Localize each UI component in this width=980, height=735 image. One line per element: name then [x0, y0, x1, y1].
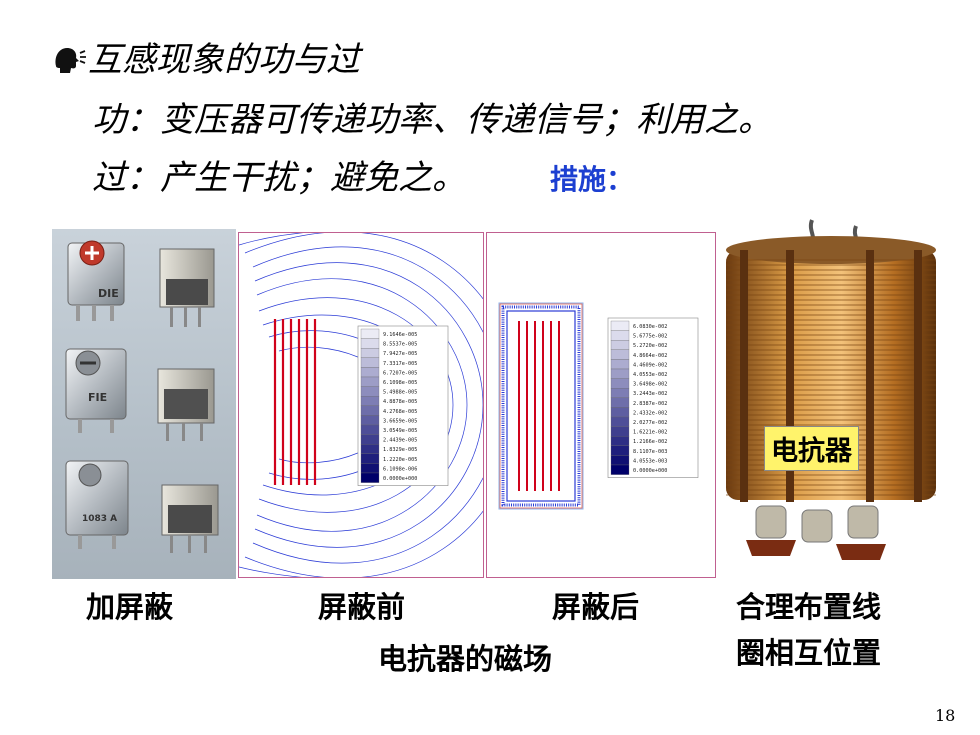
legend-swatch [360, 463, 380, 474]
field-before-shield-plot: 9.1646e-005 8.5537e-005 7.9427e-005 7.3317e… [238, 232, 484, 578]
speaking-head-icon [52, 44, 88, 76]
legend-value: 2.0277e-002 [633, 420, 667, 426]
label-die: DIE [98, 287, 119, 300]
shielded-inductor-photo: DIE FIE 1083 A [52, 229, 236, 579]
disadvantage-line: 过：产生干扰；避免之。 [92, 158, 466, 198]
legend-value: 5.6775e-002 [633, 334, 667, 340]
legend-value: 4.4609e-002 [633, 362, 667, 368]
legend-swatch [610, 359, 630, 370]
legend-value: 4.0553e-003 [633, 458, 667, 464]
legend-value: 6.0830e-002 [633, 324, 667, 330]
legend-swatch [360, 348, 380, 358]
slide-title: 互感现象的功与过 [88, 40, 360, 80]
legend-swatch [360, 453, 380, 464]
legend-swatch [360, 424, 380, 435]
legend-swatch [610, 349, 630, 360]
legend-value: 5.4988e-005 [383, 390, 417, 396]
legend-swatch [360, 405, 380, 416]
legend-swatch [360, 357, 380, 368]
legend-value: 1.2166e-002 [633, 439, 667, 445]
legend-value: 5.2720e-002 [633, 343, 667, 349]
legend-value: 8.5537e-005 [383, 342, 417, 348]
legend-value: 3.2443e-002 [633, 391, 667, 397]
legend-swatch [610, 330, 630, 341]
legend-value: 9.1646e-005 [383, 332, 417, 338]
page-number: 18 [935, 706, 956, 725]
measures-label: 措施： [550, 163, 635, 196]
reactor-badge: 电抗器 [764, 426, 859, 471]
legend-before: 9.1646e-005 8.5537e-005 7.9427e-005 7.3317e… [357, 325, 449, 486]
legend-swatch [360, 415, 380, 426]
label-1083a: 1083 A [82, 514, 117, 524]
legend-value: 7.3317e-005 [383, 361, 417, 367]
legend-swatch [610, 397, 630, 408]
legend-swatch [360, 338, 380, 349]
legend-value: 0.0000e+000 [633, 468, 667, 474]
legend-swatch [360, 328, 380, 339]
legend-value: 3.6659e-005 [383, 418, 417, 424]
legend-swatch [610, 378, 630, 389]
legend-swatch [610, 340, 630, 350]
label-fie: FIE [88, 391, 107, 404]
legend-swatch [610, 436, 630, 446]
legend-swatch [360, 376, 380, 387]
legend-swatch [610, 407, 630, 418]
legend-swatch [360, 472, 380, 483]
advantage-line: 功：变压器可传递功率、传递信号；利用之。 [92, 100, 772, 140]
legend-swatch [610, 464, 630, 475]
legend-value: 4.2768e-005 [383, 409, 417, 415]
legend-value: 0.0000e+000 [383, 476, 417, 482]
caption-after: 屏蔽后 [552, 590, 640, 624]
legend-swatch [610, 368, 630, 379]
legend-value: 2.8387e-002 [633, 401, 667, 407]
legend-value: 1.8329e-005 [383, 447, 417, 453]
legend-value: 8.1107e-003 [633, 449, 667, 455]
legend-value: 3.0549e-005 [383, 428, 417, 434]
legend-swatch [610, 455, 630, 466]
legend-value: 6.7207e-005 [383, 370, 417, 376]
legend-value: 4.8878e-005 [383, 399, 417, 405]
legend-value: 2.4332e-002 [633, 410, 667, 416]
legend-value: 6.1098e-006 [383, 466, 417, 472]
legend-swatch [610, 445, 630, 456]
legend-swatch [360, 396, 380, 406]
caption-shielding: 加屏蔽 [86, 590, 174, 624]
legend-value: 4.0553e-002 [633, 372, 667, 378]
legend-swatch [360, 386, 380, 397]
legend-swatch [610, 320, 630, 331]
legend-swatch [360, 444, 380, 454]
legend-value: 2.4439e-005 [383, 438, 417, 444]
legend-value: 7.9427e-005 [383, 351, 417, 357]
legend-value: 6.1098e-005 [383, 380, 417, 386]
legend-swatch [610, 388, 630, 398]
legend-swatch [360, 434, 380, 445]
caption-arrange-line1: 合理布置线 [736, 590, 882, 624]
legend-swatch [360, 367, 380, 378]
legend-swatch [610, 426, 630, 437]
legend-value: 4.8664e-002 [633, 353, 667, 359]
caption-arrange-line2: 圈相互位置 [736, 636, 882, 670]
caption-reactor-field: 电抗器的磁场 [378, 642, 553, 676]
field-after-shield-plot: 6.0830e-002 5.6775e-002 5.2720e-002 4.8664e… [486, 232, 716, 578]
field-lines [239, 233, 483, 577]
coil-conductors [273, 319, 317, 485]
caption-before: 屏蔽前 [318, 590, 406, 624]
legend-after: 6.0830e-002 5.6775e-002 5.2720e-002 4.8664e… [607, 317, 699, 478]
legend-value: 1.2220e-005 [383, 457, 417, 463]
coil-conductors-shielded [518, 321, 560, 491]
reactor-photo [716, 210, 948, 570]
legend-swatch [610, 416, 630, 427]
legend-value: 3.6498e-002 [633, 382, 667, 388]
legend-value: 1.6221e-002 [633, 430, 667, 436]
